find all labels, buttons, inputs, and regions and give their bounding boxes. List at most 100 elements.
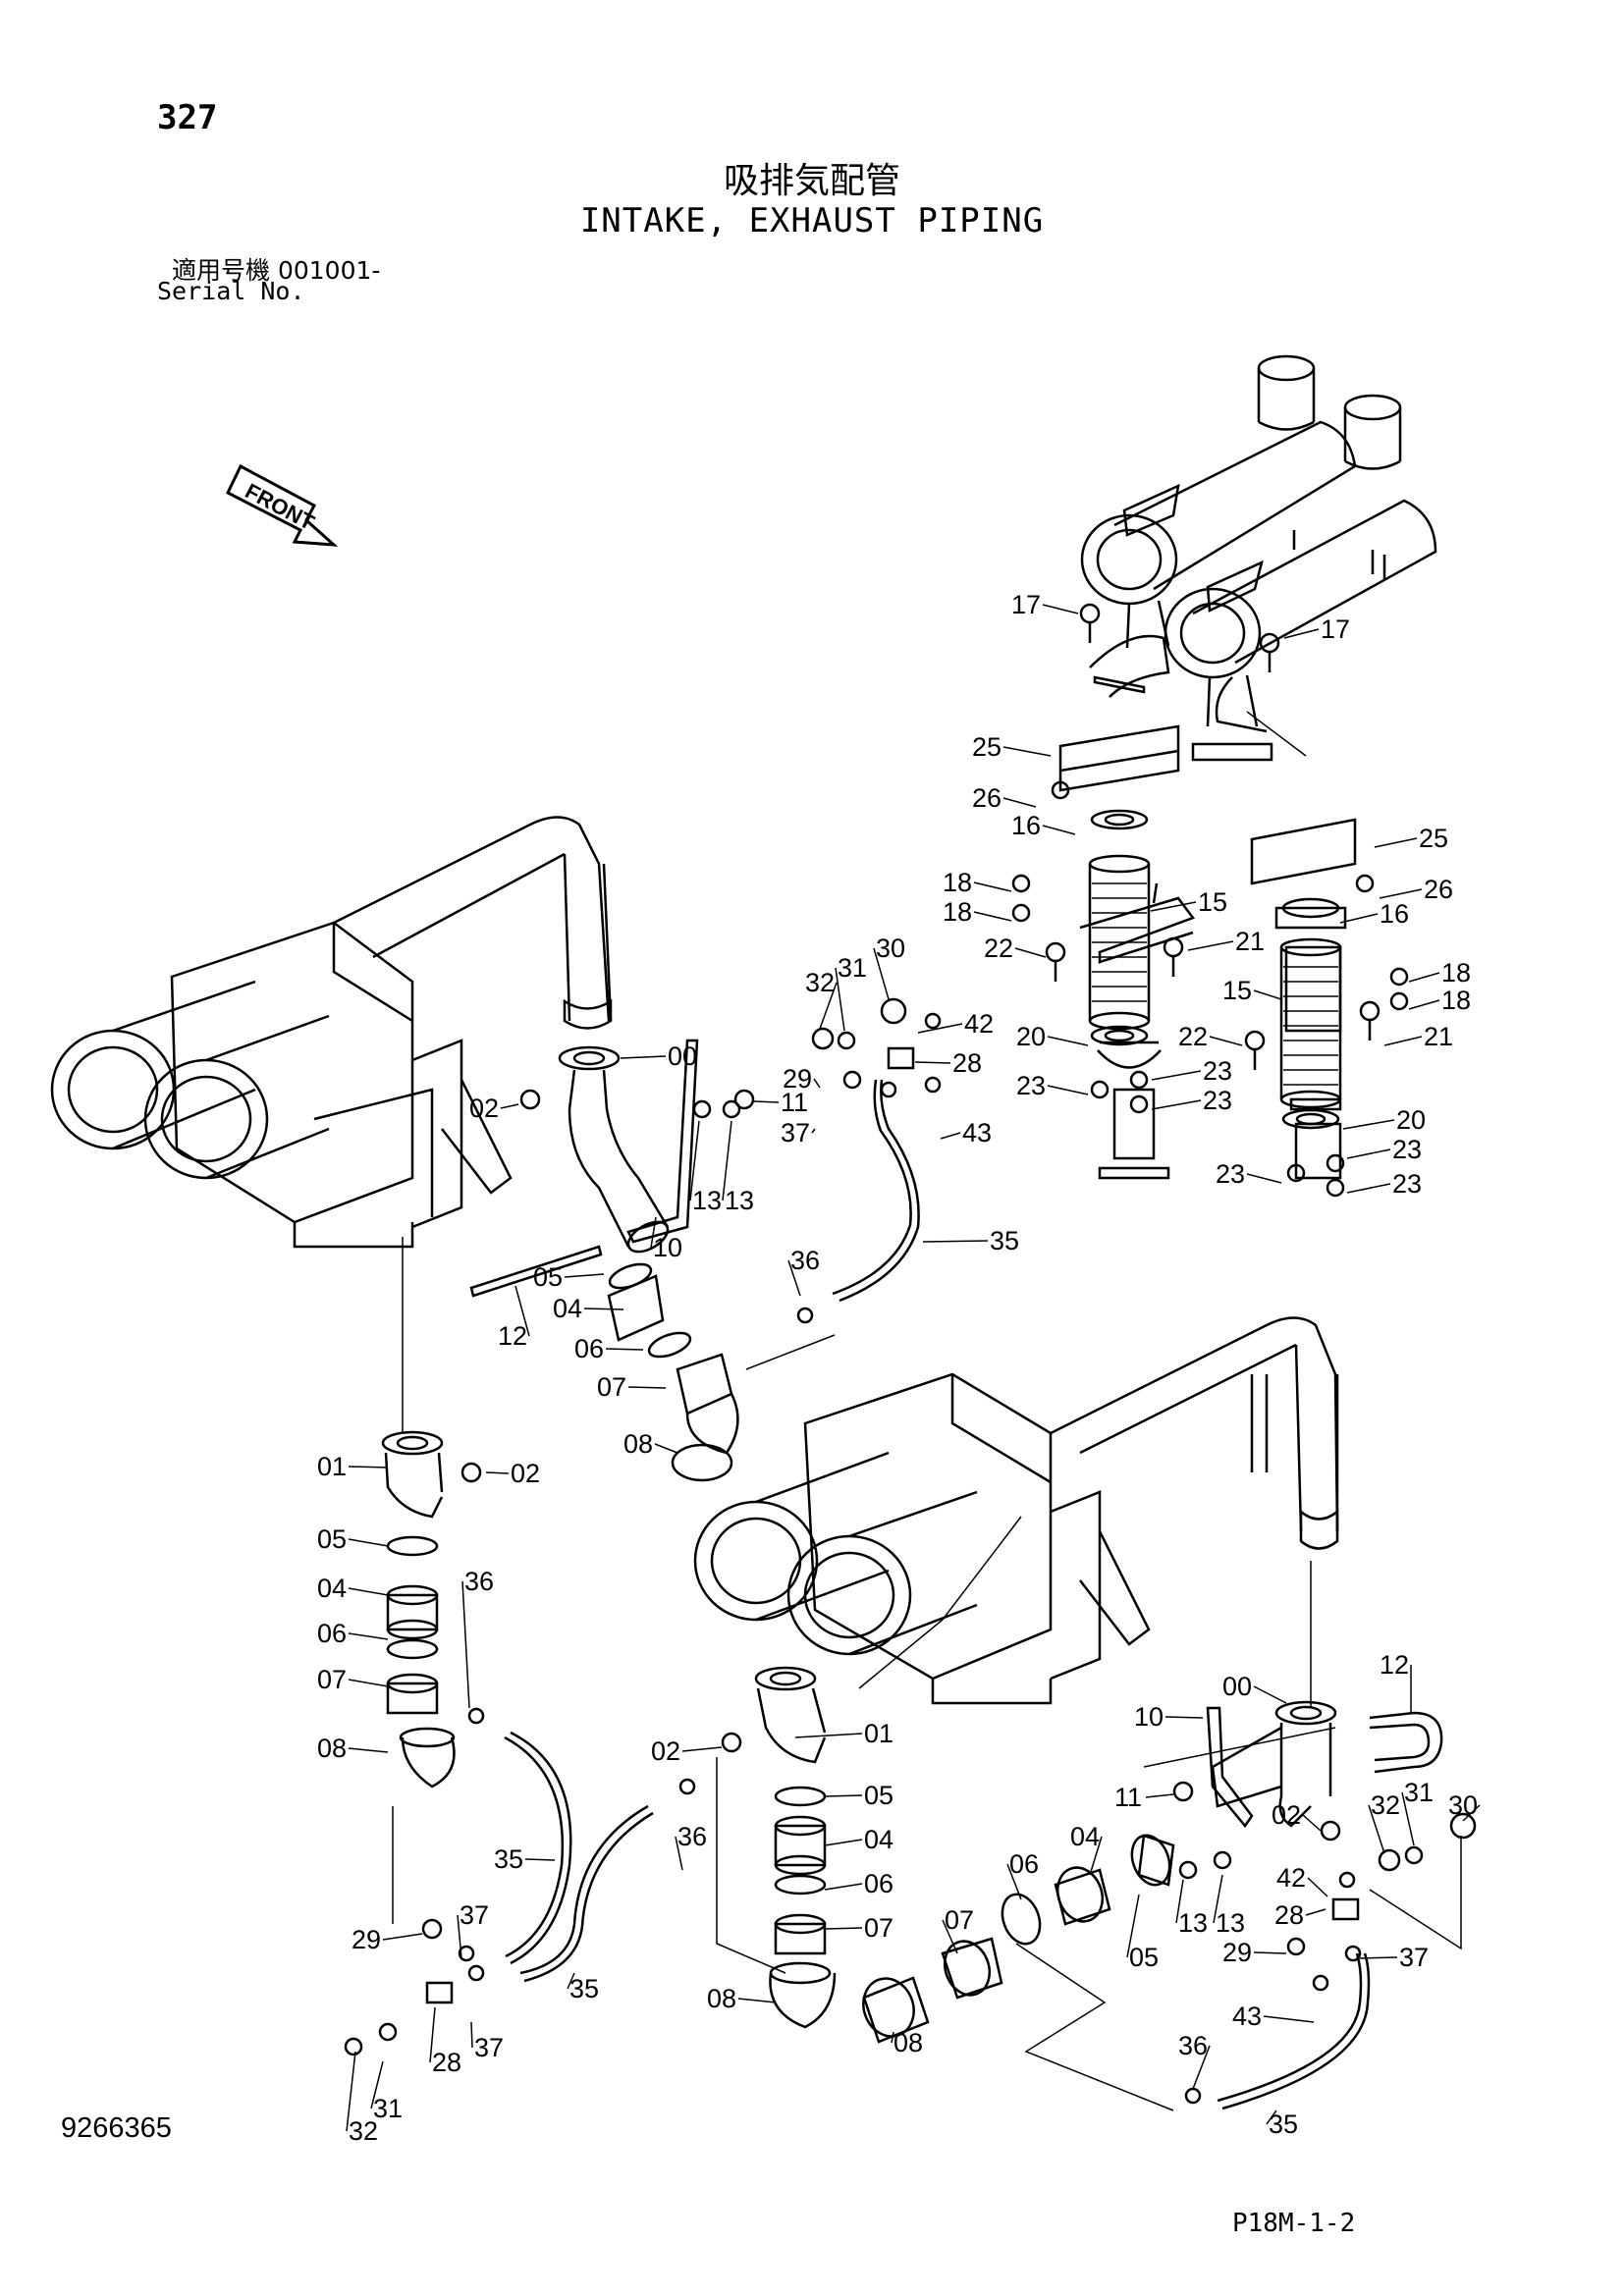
part-callout-05: 05	[533, 1262, 563, 1292]
restriction-indicator-left	[344, 1918, 485, 2056]
part-callout-17: 17	[1011, 590, 1041, 619]
part-callout-32: 32	[1371, 1790, 1400, 1820]
part-callout-16: 16	[1011, 811, 1041, 840]
callout-leader-line	[681, 1746, 723, 1752]
callout-leader-line	[1346, 1148, 1391, 1159]
callout-leader-line	[1002, 797, 1037, 808]
serial-label-jp: 適用号機	[172, 256, 271, 285]
callout-leader-line	[620, 1055, 667, 1059]
bellows-corrugations	[1092, 882, 1338, 1086]
part-callout-31: 31	[373, 2094, 403, 2123]
callout-leader-line	[1401, 1791, 1415, 1846]
callout-leader-line	[1151, 1070, 1202, 1081]
callout-leader-line	[1339, 913, 1379, 924]
part-callout-30: 30	[1448, 1790, 1478, 1820]
callout-leader-line	[824, 1883, 863, 1891]
callout-leader-line	[370, 2060, 384, 2109]
part-callout-08: 08	[623, 1429, 653, 1459]
callout-leader-line	[461, 1580, 470, 1709]
part-callout-13: 13	[725, 1186, 754, 1215]
part-callout-37: 37	[781, 1118, 810, 1148]
callout-leader-line	[1192, 2045, 1211, 2090]
callout-leader-line	[1145, 1793, 1174, 1798]
callout-leader-line	[824, 1927, 863, 1930]
callout-leader-line	[1042, 825, 1076, 835]
bracket-upper	[626, 1039, 699, 1244]
callout-leader-line	[973, 911, 1012, 922]
callout-leader-line	[348, 1679, 389, 1687]
page-title-japanese: 吸排気配管	[723, 161, 900, 201]
part-callout-15: 15	[1222, 976, 1252, 1005]
callout-leader-line	[485, 1471, 510, 1474]
part-callout-02: 02	[651, 1736, 680, 1766]
part-callout-05: 05	[1129, 1943, 1159, 1972]
callout-leader-line	[1006, 1863, 1022, 1900]
part-callout-23: 23	[1216, 1159, 1245, 1189]
callout-leader-line	[794, 1733, 863, 1738]
part-callout-04: 04	[553, 1294, 582, 1323]
callout-leader-line	[1213, 1874, 1223, 1924]
callout-leader-line	[348, 1747, 389, 1753]
part-callout-35: 35	[990, 1226, 1019, 1255]
front-direction-arrow: FRONT	[226, 463, 339, 547]
callout-leader-line	[1346, 1183, 1391, 1194]
part-callout-20: 20	[1396, 1105, 1426, 1135]
part-callout-22: 22	[984, 934, 1013, 963]
page-title-english: INTAKE, EXHAUST PIPING	[579, 201, 1045, 240]
callout-leader-line	[1408, 999, 1440, 1010]
part-callout-20: 20	[1016, 1022, 1046, 1051]
callout-leader-line	[942, 1919, 958, 1954]
part-callout-21: 21	[1424, 1022, 1453, 1051]
callout-leader-line	[457, 1914, 462, 1959]
u-bolt-lower-right	[1369, 1711, 1443, 1774]
part-callout-32: 32	[349, 2116, 378, 2146]
part-callout-00: 00	[668, 1041, 697, 1071]
intake-pipe-lower-right	[862, 1700, 1337, 2044]
restriction-indicator-lower	[1286, 1812, 1477, 1992]
callout-leader-line	[675, 1836, 683, 1871]
part-callout-07: 07	[597, 1372, 626, 1402]
callout-leader-line	[1305, 1908, 1326, 1916]
callout-leader-line	[811, 1128, 816, 1134]
callout-leader-line	[1253, 1685, 1287, 1704]
part-callout-02: 02	[469, 1094, 499, 1123]
part-callout-43: 43	[1232, 2002, 1262, 2031]
callout-leader-line	[1359, 1956, 1398, 1959]
callout-leader-line	[835, 967, 845, 1032]
callout-leader-line	[348, 1466, 389, 1468]
part-callout-08: 08	[317, 1734, 347, 1763]
part-callout-08: 08	[707, 1984, 736, 2013]
callout-leader-line	[348, 1538, 389, 1547]
part-callout-21: 21	[1235, 927, 1265, 956]
callout-leader-line	[524, 1858, 556, 1861]
part-callout-29: 29	[1222, 1938, 1252, 1967]
callout-leader-line	[1175, 1879, 1184, 1924]
part-callout-04: 04	[1070, 1822, 1100, 1851]
callout-leader-line	[1408, 972, 1440, 983]
callout-leader-line	[1014, 947, 1047, 958]
part-callout-23: 23	[1203, 1056, 1232, 1086]
part-callout-13: 13	[1178, 1908, 1208, 1938]
part-callout-28: 28	[952, 1048, 982, 1078]
callout-leader-line	[1374, 837, 1418, 848]
callout-leader-line	[917, 1023, 963, 1034]
part-callout-23: 23	[1203, 1086, 1232, 1115]
callout-leader-line	[1047, 1036, 1089, 1046]
callout-leader-line	[922, 1240, 989, 1243]
part-callout-08: 08	[893, 2028, 923, 2057]
callout-leader-line	[914, 1061, 951, 1064]
callout-leader-line	[940, 1132, 961, 1140]
part-callout-23: 23	[1392, 1169, 1422, 1199]
part-callout-36: 36	[1178, 2031, 1208, 2060]
part-callout-02: 02	[1272, 1800, 1301, 1830]
part-callout-25: 25	[1419, 824, 1448, 853]
part-callout-05: 05	[317, 1524, 347, 1554]
serial-applicability: 適用号機 001001-	[172, 251, 380, 287]
callout-leader-line	[1151, 1099, 1202, 1110]
callout-leader-line	[819, 982, 838, 1030]
callout-leader-line	[1253, 989, 1282, 1000]
callout-leader-line	[824, 1839, 863, 1846]
part-callout-43: 43	[962, 1118, 992, 1148]
callout-leader-line	[1126, 1894, 1140, 1958]
